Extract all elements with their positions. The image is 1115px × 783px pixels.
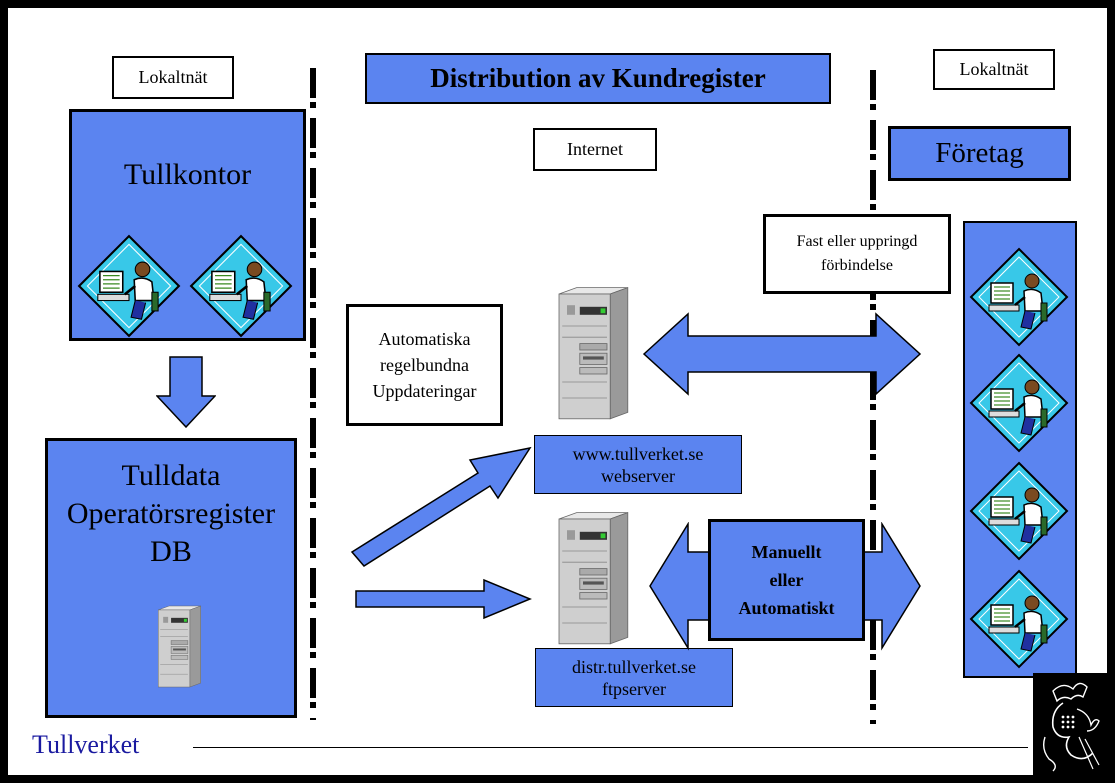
divider-dash bbox=[870, 720, 876, 724]
divider-dot bbox=[870, 204, 876, 210]
divider-dash bbox=[310, 468, 316, 498]
divider-dot bbox=[870, 104, 876, 110]
person-at-computer-icon bbox=[77, 234, 181, 338]
divider-dash bbox=[310, 268, 316, 298]
auto-updates-line-2: regelbundna bbox=[380, 355, 469, 375]
connection-line-1: Fast eller uppringd bbox=[796, 233, 918, 250]
divider-dot bbox=[310, 102, 316, 108]
divider-dash bbox=[310, 568, 316, 598]
person-at-computer-icon bbox=[969, 461, 1069, 561]
divider-dash bbox=[310, 368, 316, 398]
divider-dot bbox=[310, 252, 316, 258]
divider-dash bbox=[310, 318, 316, 348]
auto-updates-line-1: Automatiska bbox=[378, 329, 471, 349]
divider-dot bbox=[870, 504, 876, 510]
connection-line-2: förbindelse bbox=[821, 257, 893, 274]
divider-dot bbox=[310, 602, 316, 608]
divider-dot bbox=[870, 704, 876, 710]
ftpserver-tower-icon bbox=[541, 511, 641, 647]
auto-updates-line-3: Uppdateringar bbox=[372, 381, 477, 401]
manual-line-1: Manuellt bbox=[751, 542, 822, 562]
tullkontor-panel: Tullkontor bbox=[69, 109, 306, 341]
foretag-label: Företag bbox=[888, 126, 1071, 181]
webserver-tower-icon bbox=[541, 286, 641, 422]
divider-dash bbox=[870, 420, 876, 450]
database-server-icon bbox=[148, 605, 208, 689]
slide-frame: Distribution av Kundregister Lokaltnät I… bbox=[8, 8, 1107, 775]
divider-dash bbox=[870, 170, 876, 200]
foretag-label-text: Företag bbox=[935, 137, 1024, 169]
person-at-computer-icon bbox=[969, 569, 1069, 669]
divider-dot bbox=[870, 304, 876, 310]
divider-dot bbox=[310, 202, 316, 208]
divider-dash bbox=[870, 670, 876, 700]
arrow-to-ftpserver bbox=[355, 578, 532, 620]
webserver-label: www.tullverket.se webserver bbox=[534, 435, 742, 494]
tulldata-title-line-1: Tulldata bbox=[121, 459, 221, 492]
connection-type-label: Fast eller uppringd förbindelse bbox=[763, 214, 951, 294]
divider-dot bbox=[310, 352, 316, 358]
manual-line-2: eller bbox=[769, 570, 804, 590]
person-at-computer-icon bbox=[189, 234, 293, 338]
down-arrow bbox=[156, 356, 216, 428]
footer-brand: Tullverket bbox=[32, 730, 140, 759]
divider-dash bbox=[310, 168, 316, 198]
divider-dot bbox=[310, 452, 316, 458]
left-zone-label-text: Lokaltnät bbox=[138, 67, 208, 87]
divider-dash bbox=[310, 718, 316, 720]
divider-dash bbox=[870, 320, 876, 350]
tulldata-title-line-3: DB bbox=[150, 535, 192, 568]
divider-dot bbox=[310, 552, 316, 558]
divider-dot bbox=[870, 154, 876, 160]
tulldata-title-line-2: Operatörsregister bbox=[66, 497, 276, 530]
divider-dash bbox=[870, 370, 876, 400]
divider-dash bbox=[310, 68, 316, 98]
arrow-to-webserver bbox=[350, 446, 532, 567]
divider-dot bbox=[310, 652, 316, 658]
divider-dot bbox=[310, 702, 316, 708]
divider-dot bbox=[310, 502, 316, 508]
ftpserver-label-line-2: ftpserver bbox=[602, 678, 666, 699]
divider-dot bbox=[870, 404, 876, 410]
person-at-computer-icon bbox=[969, 247, 1069, 347]
diagram-title: Distribution av Kundregister bbox=[365, 53, 831, 104]
divider-dash bbox=[870, 120, 876, 150]
person-at-computer-icon bbox=[969, 353, 1069, 453]
divider-dot bbox=[870, 654, 876, 660]
right-zone-label-text: Lokaltnät bbox=[959, 59, 1029, 79]
divider-dash bbox=[870, 470, 876, 500]
auto-updates-label: Automatiska regelbundna Uppdateringar bbox=[346, 304, 503, 426]
center-zone-label-text: Internet bbox=[567, 139, 623, 159]
web-connection-arrow bbox=[642, 312, 922, 396]
divider-dash bbox=[310, 518, 316, 548]
divider-dash bbox=[310, 668, 316, 698]
footer-rule bbox=[193, 747, 1028, 748]
divider-dot bbox=[310, 302, 316, 308]
webserver-label-line-1: www.tullverket.se bbox=[572, 443, 704, 464]
divider-dash bbox=[310, 418, 316, 448]
divider-dash bbox=[870, 620, 876, 650]
divider-dot bbox=[310, 152, 316, 158]
divider-dash bbox=[310, 218, 316, 248]
tullkontor-label: Tullkontor bbox=[123, 158, 252, 191]
center-zone-label: Internet bbox=[533, 128, 657, 171]
tulldata-panel: Tulldata Operatörsregister DB bbox=[45, 438, 297, 718]
foretag-panel bbox=[963, 221, 1077, 678]
right-zone-label: Lokaltnät bbox=[933, 49, 1055, 90]
divider-dash bbox=[870, 520, 876, 550]
manual-line-3: Automatiskt bbox=[738, 598, 835, 618]
divider-dot bbox=[310, 402, 316, 408]
divider-dash bbox=[310, 618, 316, 648]
webserver-label-line-2: webserver bbox=[601, 465, 675, 486]
ftpserver-label-line-1: distr.tullverket.se bbox=[572, 656, 696, 677]
divider-dot bbox=[870, 454, 876, 460]
divider-dash bbox=[870, 70, 876, 100]
tullverket-crest-icon bbox=[1033, 673, 1107, 775]
manual-or-automatic-label: Manuellt eller Automatiskt bbox=[708, 519, 865, 641]
ftpserver-label: distr.tullverket.se ftpserver bbox=[535, 648, 733, 707]
divider-dash bbox=[310, 118, 316, 148]
left-zone-label: Lokaltnät bbox=[112, 56, 234, 99]
diagram-title-text: Distribution av Kundregister bbox=[430, 63, 766, 93]
